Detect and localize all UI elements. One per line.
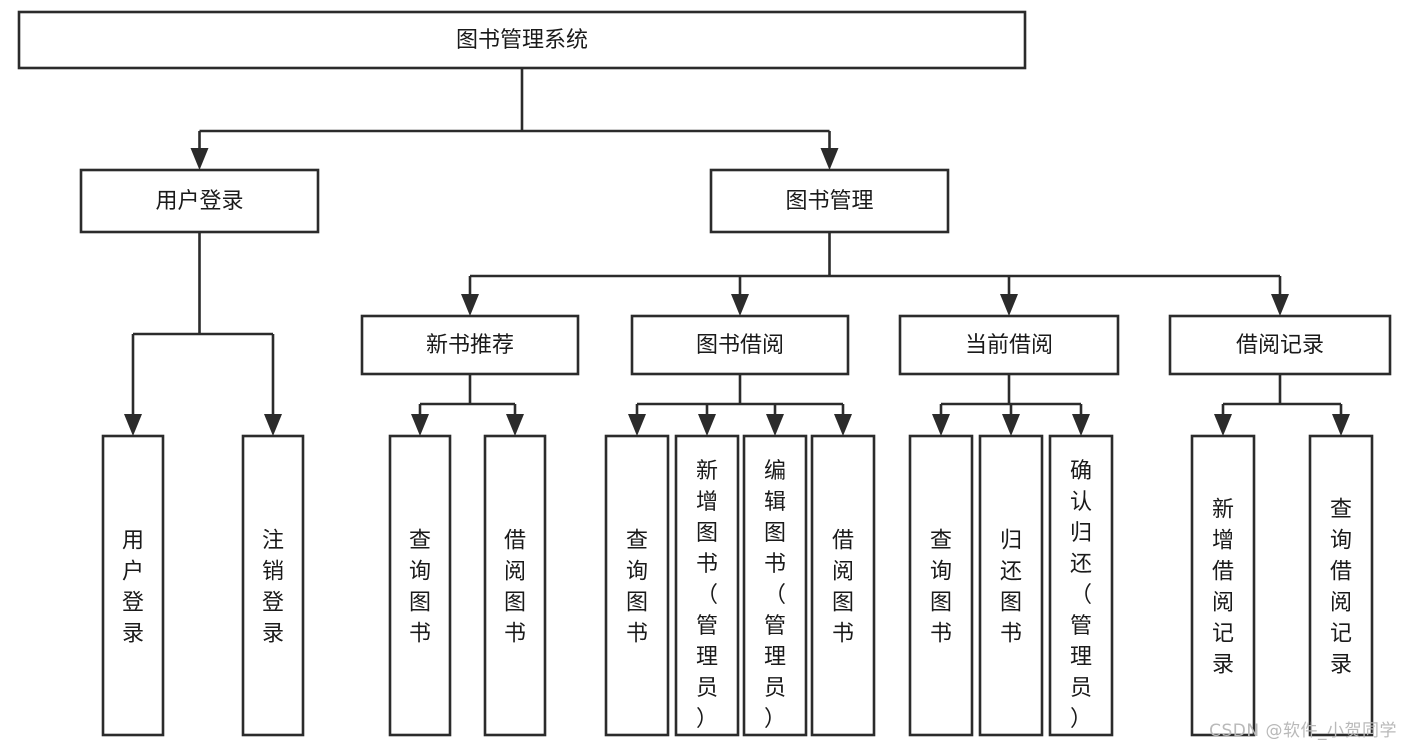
node-label-root: 图书管理系统 bbox=[456, 28, 588, 53]
node-label-leaf-1: 注销登录 bbox=[262, 529, 284, 647]
node-label-level3-2: 当前借阅 bbox=[965, 333, 1053, 358]
node-label-level2-0: 用户登录 bbox=[155, 189, 243, 214]
node-box-leaf-4[interactable] bbox=[604, 434, 670, 737]
arrow-head-icon bbox=[1271, 294, 1289, 316]
node-box-leaf-5[interactable] bbox=[674, 434, 740, 737]
node-label-leaf-5: 新增图书（管理员） bbox=[696, 459, 718, 732]
node-label-leaf-0: 用户登录 bbox=[122, 529, 144, 647]
node-box-leaf-10[interactable] bbox=[1048, 434, 1114, 737]
node-box-leaf-12[interactable] bbox=[1308, 434, 1374, 737]
arrow-head-icon bbox=[731, 294, 749, 316]
arrow-head-icon bbox=[932, 414, 950, 436]
arrow-head-icon bbox=[698, 414, 716, 436]
node-label-leaf-10: 确认归还（管理员） bbox=[1070, 459, 1092, 732]
node-box-leaf-9[interactable] bbox=[978, 434, 1044, 737]
node-label-leaf-3: 借阅图书 bbox=[504, 529, 526, 647]
arrow-head-icon bbox=[1214, 414, 1232, 436]
node-box-leaf-2[interactable] bbox=[388, 434, 452, 737]
node-box-leaf-0[interactable] bbox=[101, 434, 165, 737]
node-label-leaf-12: 查询借阅记录 bbox=[1330, 498, 1352, 678]
arrow-head-icon bbox=[461, 294, 479, 316]
node-label-leaf-2: 查询图书 bbox=[409, 529, 431, 647]
node-box-level3-1[interactable] bbox=[630, 314, 850, 376]
node-label-leaf-9: 归还图书 bbox=[1000, 529, 1022, 647]
node-box-level3-2[interactable] bbox=[898, 314, 1120, 376]
arrow-head-icon bbox=[1000, 294, 1018, 316]
node-box-level3-0[interactable] bbox=[360, 314, 580, 376]
node-label-level3-1: 图书借阅 bbox=[696, 333, 784, 358]
arrow-head-icon bbox=[1002, 414, 1020, 436]
node-box-level2-1[interactable] bbox=[709, 168, 950, 234]
arrow-head-icon bbox=[820, 148, 839, 170]
arrow-head-icon bbox=[1072, 414, 1090, 436]
node-box-leaf-7[interactable] bbox=[810, 434, 876, 737]
node-label-leaf-8: 查询图书 bbox=[930, 529, 952, 647]
node-box-leaf-6[interactable] bbox=[742, 434, 808, 737]
node-label-level3-0: 新书推荐 bbox=[426, 333, 514, 358]
arrow-head-icon bbox=[411, 414, 429, 436]
node-box-leaf-1[interactable] bbox=[241, 434, 305, 737]
arrow-head-icon bbox=[628, 414, 646, 436]
node-label-level3-3: 借阅记录 bbox=[1236, 333, 1324, 358]
arrow-head-icon bbox=[1332, 414, 1350, 436]
node-box-level2-0[interactable] bbox=[79, 168, 320, 234]
node-box-leaf-8[interactable] bbox=[908, 434, 974, 737]
node-label-leaf-6: 编辑图书（管理员） bbox=[764, 459, 786, 732]
arrow-head-icon bbox=[506, 414, 524, 436]
arrow-head-icon bbox=[124, 414, 142, 436]
node-label-leaf-11: 新增借阅记录 bbox=[1212, 498, 1234, 678]
connectors-layer bbox=[124, 68, 1350, 436]
arrow-head-icon bbox=[190, 148, 209, 170]
arrow-head-icon bbox=[766, 414, 784, 436]
node-box-leaf-11[interactable] bbox=[1190, 434, 1256, 737]
node-box-leaf-3[interactable] bbox=[483, 434, 547, 737]
node-label-leaf-4: 查询图书 bbox=[626, 529, 648, 647]
node-label-level2-1: 图书管理 bbox=[785, 189, 873, 214]
node-label-leaf-7: 借阅图书 bbox=[832, 529, 854, 647]
arrow-head-icon bbox=[834, 414, 852, 436]
arrow-head-icon bbox=[264, 414, 282, 436]
node-box-level3-3[interactable] bbox=[1168, 314, 1392, 376]
node-box-root[interactable] bbox=[17, 10, 1027, 70]
nodes-layer: 图书管理系统用户登录图书管理新书推荐图书借阅当前借阅借阅记录用户登录注销登录查询… bbox=[17, 10, 1392, 737]
